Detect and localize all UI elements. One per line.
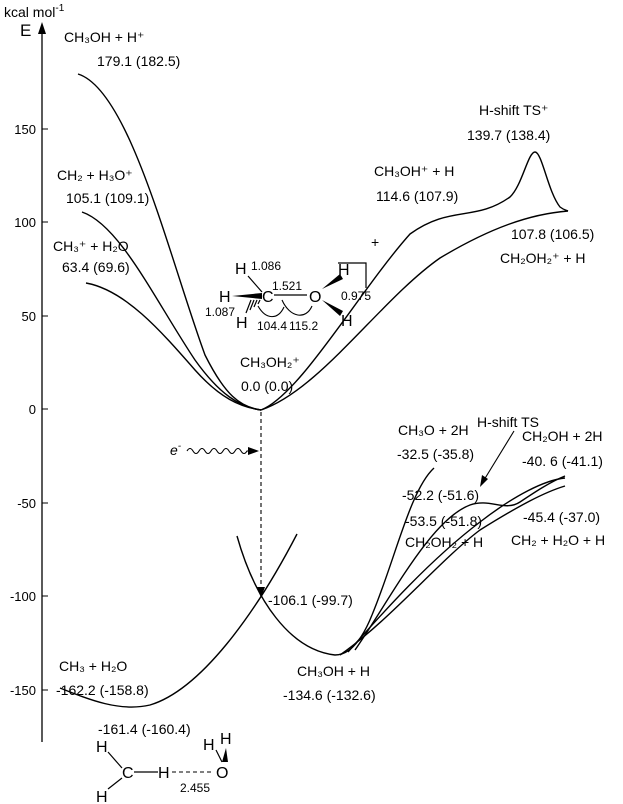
energy-ch3oh-hplus: 179.1 (182.5) — [97, 53, 180, 69]
curve-to-ch3ohplus — [260, 151, 569, 411]
label-ch3oh2plus: CH₃OH₂⁺ — [240, 354, 300, 370]
curve-to-ch2oh — [347, 477, 566, 653]
energy-complex-min: -161.4 (-160.4) — [98, 721, 191, 737]
tick-label: 50 — [22, 309, 36, 324]
geometry-value: 115.2 — [289, 319, 318, 333]
energy-ch2-h3oplus: 105.1 (109.1) — [66, 190, 149, 206]
label-ch3oh-hplus: CH₃OH + H⁺ — [64, 29, 144, 45]
label-ch3plus-h2o: CH₃⁺ + H₂O — [53, 238, 129, 254]
atom-c: C — [262, 289, 274, 306]
energy-hshift-ts-plus: 139.7 (138.4) — [467, 127, 550, 143]
tick-label: 150 — [14, 122, 36, 137]
energy-ch2oh2-h: -53.5 (-51.8) — [405, 513, 482, 529]
geometry-value: 1.521 — [272, 279, 302, 293]
energy-ch3oh2plus: 0.0 (0.0) — [241, 378, 293, 394]
energy-ch2oh2plus-h: 107.8 (106.5) — [511, 226, 594, 242]
geometry-value: 0.975 — [341, 289, 371, 303]
energy-crossing: -106.1 (-99.7) — [268, 592, 353, 608]
energy-axis: E kcal mol-1 150 100 50 0 -50 -100 -150 — [4, 3, 65, 742]
label-ch3-h2o: CH₃ + H₂O — [59, 658, 127, 674]
label-ch2-h3oplus: CH₂ + H₃O⁺ — [57, 167, 133, 183]
electron-arrow: e- — [170, 441, 259, 458]
label-ch2-h2o-h: CH₂ + H₂O + H — [511, 532, 605, 548]
atom-h: H — [96, 789, 108, 804]
hshift-ts-pointer — [483, 430, 515, 481]
electron-label: e- — [170, 441, 182, 458]
species-labels: CH₃OH + H⁺ 179.1 (182.5) CH₂ + H₃O⁺ 105.… — [53, 29, 605, 737]
atom-o: O — [216, 765, 228, 782]
geometry-value: 1.087 — [205, 305, 235, 319]
geometry-value: 1.086 — [251, 259, 281, 273]
neutral-curves — [59, 467, 566, 708]
complex-distance: 2.455 — [180, 781, 210, 795]
atom-h: H — [203, 737, 215, 754]
curve-ch2-h3oplus — [81, 211, 262, 411]
axis-ticks: 150 100 50 0 -50 -100 -150 — [10, 122, 48, 698]
energy-axis-label: E — [20, 21, 31, 40]
energy-ch3ohplus-h: 114.6 (107.9) — [376, 188, 458, 204]
atom-h: H — [220, 731, 232, 748]
hshift-ts-arrowhead — [480, 475, 488, 487]
atom-h: H — [219, 289, 231, 306]
energy-ch2-h2o-h: -45.4 (-37.0) — [523, 509, 600, 525]
transition-arrowhead — [257, 587, 265, 598]
curve-to-ch2-h2o — [339, 485, 566, 656]
tick-label: -150 — [10, 683, 36, 698]
energy-ch2oh-2h: -40. 6 (-41.1) — [522, 453, 603, 469]
tick-label: 0 — [29, 402, 36, 417]
charge-sign: + — [371, 234, 379, 250]
curve-ch3oh-hplus — [77, 73, 262, 411]
label-ch3oh-h: CH₃OH + H — [297, 663, 370, 679]
label-ch2oh2-h: CH₂OH₂ + H — [405, 534, 483, 550]
cation-structure: H H H C O H H + 1.086 1.521 1.087 104.4 … — [205, 234, 379, 333]
atom-h: H — [96, 739, 108, 756]
label-ch2oh-2h: CH₂OH + 2H — [522, 428, 603, 444]
energy-ch3plus-h2o: 63.4 (69.6) — [62, 259, 130, 275]
atom-h: H — [236, 315, 248, 332]
tick-label: -100 — [10, 589, 36, 604]
atom-o: O — [309, 289, 321, 306]
atom-h: H — [338, 262, 350, 279]
label-ch2oh2plus-h: CH₂OH₂⁺ + H — [500, 250, 586, 266]
energy-ch3oh-h: -134.6 (-132.6) — [283, 687, 376, 703]
tick-label: 100 — [14, 215, 36, 230]
atom-h: H — [235, 261, 247, 278]
energy-ts-minor: -52.2 (-51.6) — [402, 487, 479, 503]
label-hshift-ts: H-shift TS — [477, 414, 539, 430]
atom-h: H — [158, 765, 170, 782]
cation-curves — [77, 73, 569, 411]
energy-ch3-h2o: -162.2 (-158.8) — [56, 682, 149, 698]
label-ch3ohplus-h: CH₃OH⁺ + H — [374, 163, 454, 179]
axis-unit: kcal mol-1 — [4, 3, 65, 20]
label-ch3o-2h: CH₃O + 2H — [398, 422, 469, 438]
tick-label: -50 — [17, 496, 36, 511]
atom-h: H — [341, 313, 353, 330]
label-hshift-ts-plus: H-shift TS⁺ — [479, 102, 548, 118]
curve-ch3-h2o — [59, 533, 298, 708]
curve-to-ch3o — [371, 467, 435, 616]
curve-ch3plus-h2o — [85, 282, 262, 411]
complex-structure: H C H H H H O 2.455 — [96, 731, 232, 804]
curve-to-ch2oh2plus — [260, 210, 569, 411]
atom-c: C — [122, 765, 134, 782]
energy-ch3o-2h: -32.5 (-35.8) — [397, 446, 474, 462]
geometry-value: 104.4 — [257, 319, 287, 333]
curve-to-ch2oh2 — [354, 475, 566, 651]
